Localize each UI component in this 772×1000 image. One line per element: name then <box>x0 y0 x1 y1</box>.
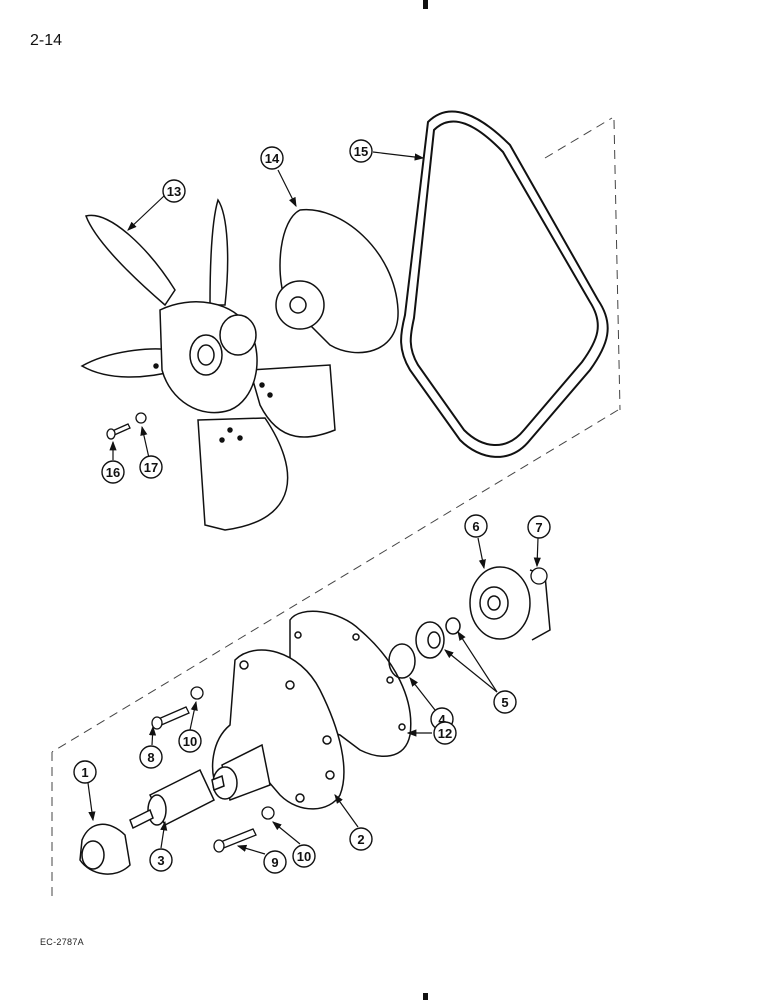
figure-code: EC-2787A <box>40 937 84 947</box>
svg-text:4: 4 <box>438 712 446 727</box>
dashed-frame <box>51 117 621 900</box>
callout-3: 3 <box>149 848 173 872</box>
fan-bolt-and-washer <box>106 412 147 440</box>
svg-text:17: 17 <box>144 460 158 475</box>
callout-10-upper: 10 <box>178 729 202 753</box>
callout-14: 14 <box>260 146 284 170</box>
svg-text:16: 16 <box>106 465 120 480</box>
seal-parts <box>415 617 461 659</box>
impeller <box>469 566 551 641</box>
callout-2: 2 <box>349 827 373 851</box>
svg-text:5: 5 <box>501 695 508 710</box>
callout-1: 1 <box>73 760 97 784</box>
svg-text:7: 7 <box>535 520 542 535</box>
drive-belt <box>400 110 609 458</box>
svg-text:1: 1 <box>81 765 88 780</box>
page-number: 2-14 <box>30 32 63 49</box>
svg-text:2: 2 <box>357 832 364 847</box>
svg-text:3: 3 <box>157 853 164 868</box>
callout-17: 17 <box>139 455 163 479</box>
callout-16: 16 <box>101 460 125 484</box>
pump-bolts-and-washers <box>151 686 275 853</box>
svg-text:9: 9 <box>271 855 278 870</box>
callout-7: 7 <box>527 515 551 539</box>
callout-10-lower: 10 <box>292 844 316 868</box>
pump-body <box>211 649 345 810</box>
svg-text:10: 10 <box>183 734 197 749</box>
pump-hub <box>79 823 131 875</box>
fan-assembly <box>80 198 336 531</box>
callout-9: 9 <box>263 850 287 874</box>
svg-text:10: 10 <box>297 849 311 864</box>
o-ring <box>388 643 416 679</box>
svg-text:13: 13 <box>167 184 181 199</box>
callout-13: 13 <box>162 179 186 203</box>
pump-shaft <box>129 768 225 830</box>
callout-8: 8 <box>139 745 163 769</box>
plug <box>530 567 548 585</box>
callout-leaders <box>87 151 541 855</box>
callout-15: 15 <box>349 139 373 163</box>
fan-pulley <box>275 208 399 354</box>
callout-12: 12 <box>433 721 457 745</box>
svg-text:15: 15 <box>354 144 368 159</box>
callout-5: 5 <box>493 690 517 714</box>
svg-text:8: 8 <box>147 750 154 765</box>
svg-text:12: 12 <box>438 726 452 741</box>
svg-text:6: 6 <box>472 519 479 534</box>
svg-text:14: 14 <box>265 151 280 166</box>
callout-6: 6 <box>464 514 488 538</box>
